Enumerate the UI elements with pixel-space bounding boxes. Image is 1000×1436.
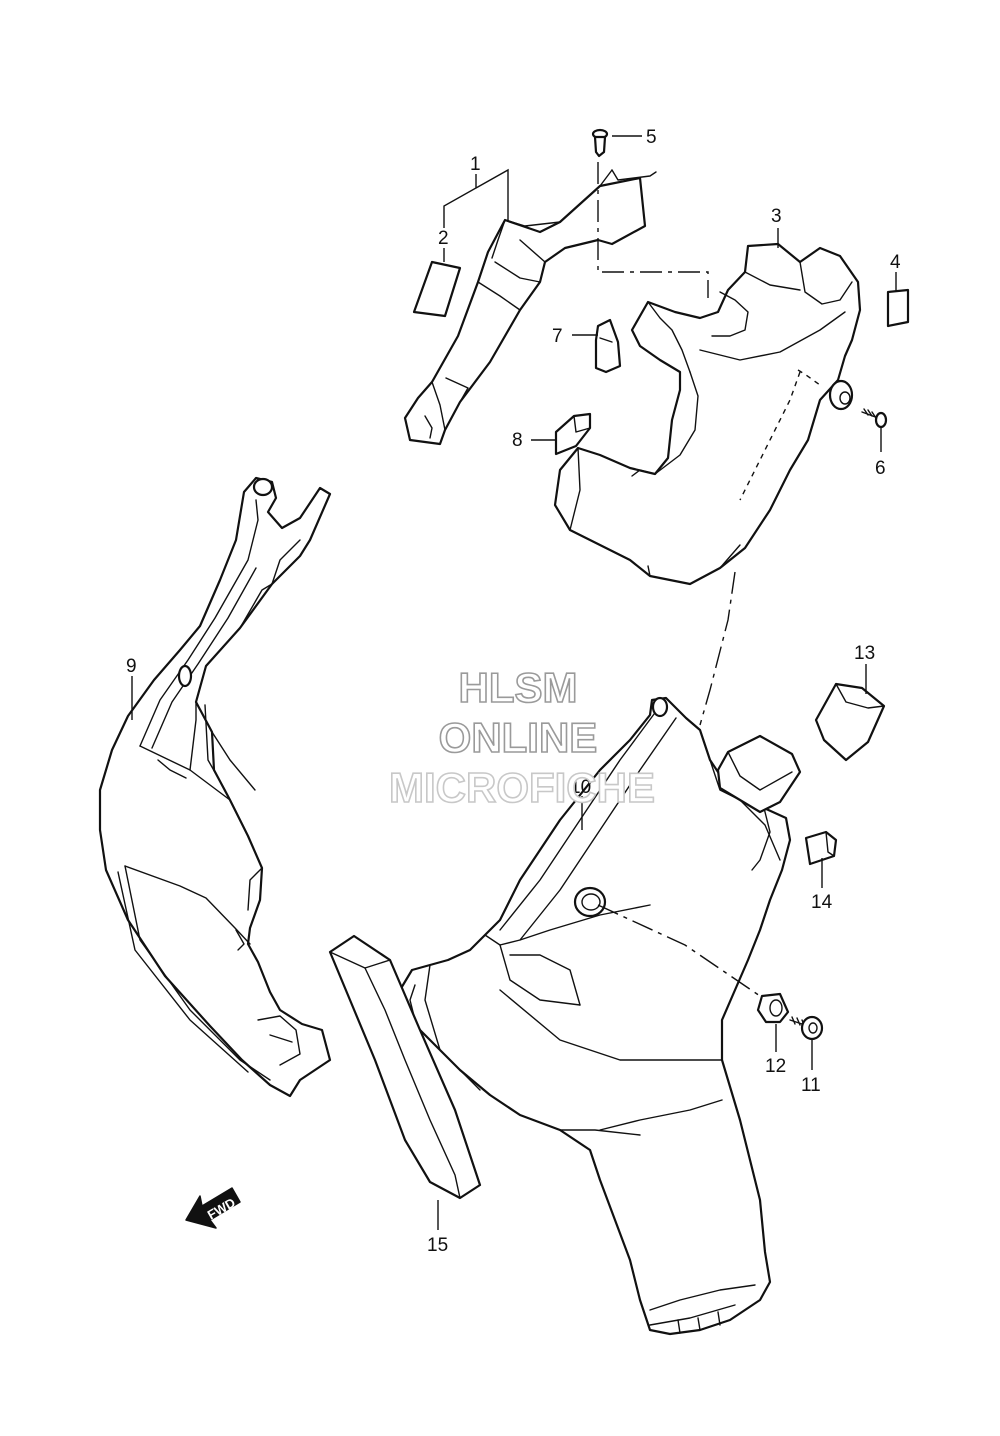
callout-11: 11 <box>801 1075 821 1096</box>
part-15-foam-strip <box>328 934 482 1200</box>
part-3-upper-panel <box>553 242 862 586</box>
assembly-lines <box>597 162 821 997</box>
part-8-clip <box>554 412 592 456</box>
callout-14: 14 <box>811 892 833 913</box>
watermark-line-1: HLSM <box>459 664 578 711</box>
callout-8: 8 <box>512 430 523 451</box>
part-7-clip <box>594 318 622 374</box>
callout-13: 13 <box>854 643 875 664</box>
watermark-line-3: MICROFICHE <box>389 764 655 811</box>
callout-5: 5 <box>646 127 657 148</box>
part-9-side-cover <box>98 476 332 1098</box>
part-2-pad <box>412 260 462 318</box>
watermark-line-2: ONLINE <box>439 714 598 761</box>
fwd-arrow-icon <box>185 1187 241 1229</box>
watermark: HLSM ONLINE MICROFICHE <box>388 663 656 812</box>
callout-6: 6 <box>875 458 886 479</box>
callout-3: 3 <box>771 206 782 227</box>
callout-10: 10 <box>570 777 591 798</box>
leader-lines <box>131 135 897 1230</box>
part-14-pad <box>804 830 838 866</box>
part-11-screw <box>789 1015 824 1041</box>
fwd-arrow: FWD <box>185 1187 241 1229</box>
part-13-pad <box>814 682 886 762</box>
callout-9: 9 <box>126 656 137 677</box>
part-10-lower-panel <box>398 696 802 1336</box>
callout-2: 2 <box>438 228 449 249</box>
callout-12: 12 <box>765 1056 786 1077</box>
callout-4: 4 <box>890 252 901 273</box>
callout-numbers: 1 2 3 4 5 6 7 8 9 10 11 12 13 14 15 <box>126 127 901 1256</box>
part-6-screw <box>861 408 888 429</box>
callout-7: 7 <box>552 326 563 347</box>
callout-1: 1 <box>470 154 481 175</box>
part-1-inner-duct <box>403 169 657 446</box>
part-4-pad <box>886 288 910 328</box>
part-12-grommet <box>756 992 790 1024</box>
callout-15: 15 <box>427 1235 448 1256</box>
part-5-screw <box>591 128 609 158</box>
